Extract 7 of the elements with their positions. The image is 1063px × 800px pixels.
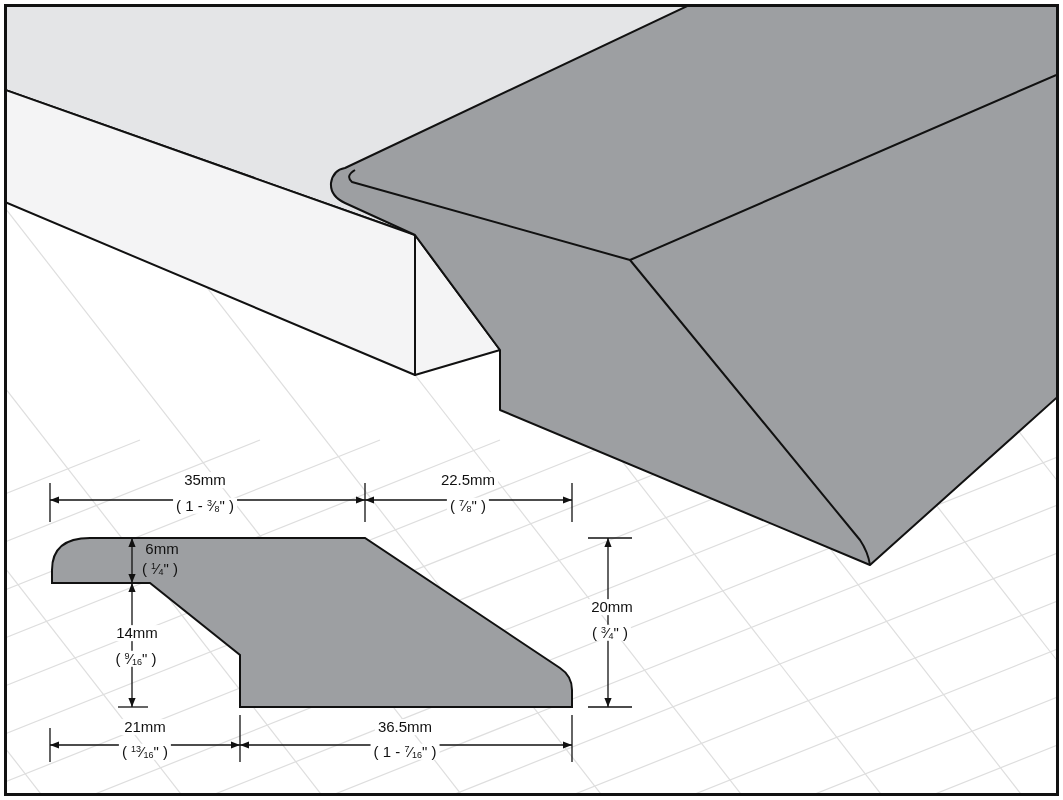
dimension-label: ( 1 - $^{3}$⁄$_{8}$" )	[173, 497, 237, 515]
dimension-label: 14mm	[113, 625, 161, 641]
dimension-label: ( 1 - $^{7}$⁄$_{16}$" )	[370, 743, 440, 761]
dimension-label: 6mm	[144, 541, 180, 557]
dimension-label: ( $^{1}$⁄$_{4}$" )	[140, 560, 180, 578]
dimension-label: ( $^{7}$⁄$_{8}$" )	[446, 497, 490, 515]
dimension-label: ( $^{13}$⁄$_{16}$" )	[118, 743, 172, 761]
